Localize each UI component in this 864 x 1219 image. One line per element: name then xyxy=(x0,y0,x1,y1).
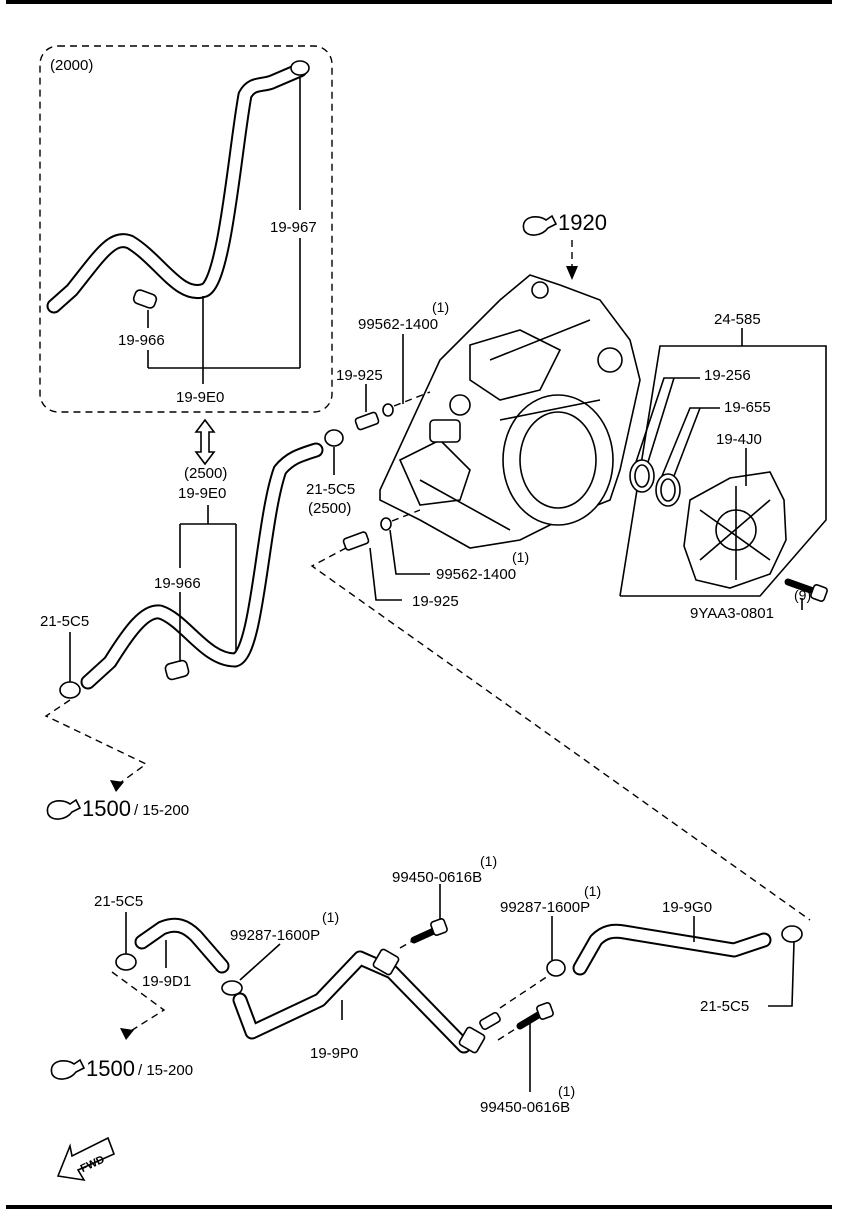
label-21-5C5-left: 21-5C5 xyxy=(40,613,89,630)
group-2500: (2500) 19-9E0 19-966 21-5C5 21-5C5 (2500… xyxy=(40,429,355,792)
bracket-24-585 xyxy=(619,345,827,597)
clamp-21-5C5-2500[interactable] xyxy=(324,429,344,447)
qty-99450-bot: (1) xyxy=(558,1083,575,1099)
ref-1500-sub: / 15-200 xyxy=(134,802,189,819)
ref-1500-sub-bottom: / 15-200 xyxy=(138,1062,193,1079)
lower-group: 21-5C5 19-9D1 19-9P0 (1) 99287-1600P (1)… xyxy=(94,853,803,1116)
hand-pointer-icon xyxy=(522,214,558,236)
fitting-19-925-bot[interactable] xyxy=(342,531,370,551)
qty-9YAA3: (9) xyxy=(794,587,811,603)
group-2000: (2000) 19-967 19-966 19-9E0 xyxy=(39,45,333,413)
label-99450-bot: 99450-0616B xyxy=(480,1099,570,1116)
qty-99287-left: (1) xyxy=(322,909,339,925)
bolt-99450-top[interactable] xyxy=(410,926,440,944)
label-19-9P0: 19-9P0 xyxy=(310,1045,358,1062)
label-19-925-top: 19-925 xyxy=(336,367,383,384)
ref-1920-label: 1920 xyxy=(558,210,607,235)
washer-99562-top[interactable] xyxy=(382,403,394,417)
hand-pointer-icon xyxy=(46,798,82,820)
label-21-5C5-lower-left: 21-5C5 xyxy=(94,893,143,910)
ref-1920[interactable]: 1920 xyxy=(522,210,607,280)
transaxle-case[interactable] xyxy=(379,274,641,549)
washer-99562-bot[interactable] xyxy=(380,517,392,531)
label-19-655: 19-655 xyxy=(724,399,771,416)
label-24-585: 24-585 xyxy=(714,311,761,328)
qty-99562-bot: (1) xyxy=(512,549,529,565)
clamp-19-967[interactable] xyxy=(290,60,310,76)
fittings-transaxle: 19-925 (1) 99562-1400 (1) 99562-1400 19-… xyxy=(336,299,529,610)
dashed-connection-line xyxy=(310,547,811,921)
year-2000-label: (2000) xyxy=(50,57,93,74)
label-9YAA3: 9YAA3-0801 xyxy=(690,605,774,622)
clamp-21-5C5-lower-left[interactable] xyxy=(115,953,137,971)
year-2500-label: (2500) xyxy=(184,465,227,482)
label-19-967: 19-967 xyxy=(270,219,317,236)
top-border xyxy=(6,0,832,4)
clamp-99287-right[interactable] xyxy=(546,959,566,977)
ref-1500-top[interactable]: 1500 / 15-200 xyxy=(46,796,189,821)
fwd-arrow-icon: FWD xyxy=(56,1136,116,1182)
label-99562-top: 99562-1400 xyxy=(358,316,438,333)
label-19-256: 19-256 xyxy=(704,367,751,384)
clamp-21-5C5-left[interactable] xyxy=(59,681,81,699)
label-21-5C5-right: 21-5C5 xyxy=(700,998,749,1015)
label-99450-top: 99450-0616B xyxy=(392,869,482,886)
label-99562-bot: 99562-1400 xyxy=(436,566,516,583)
ref-1500-label: 1500 xyxy=(82,796,131,821)
qty-99562-top: (1) xyxy=(432,299,449,315)
label-19-9E0-2000: 19-9E0 xyxy=(176,389,224,406)
label-2500-sub: (2500) xyxy=(308,500,351,517)
hand-pointer-icon xyxy=(50,1058,86,1080)
qty-99450-top: (1) xyxy=(480,853,497,869)
clamp-19-966-2500[interactable] xyxy=(164,659,190,681)
label-19-9G0: 19-9G0 xyxy=(662,899,712,916)
fitting-19-925-top[interactable] xyxy=(354,411,380,431)
label-19-925-bot: 19-925 xyxy=(412,593,459,610)
qty-99287-right: (1) xyxy=(584,883,601,899)
bottom-border xyxy=(6,1205,832,1209)
dashed-box-2000 xyxy=(39,45,333,413)
label-19-966-2500: 19-966 xyxy=(154,575,201,592)
cover-group: 24-585 19-256 19-655 19-4J0 (9) 9YAA3-08… xyxy=(619,311,828,622)
bolt-9YAA3[interactable] xyxy=(784,578,820,596)
label-99287-right: 99287-1600P xyxy=(500,899,590,916)
label-19-9E0-2500: 19-9E0 xyxy=(178,485,226,502)
ref-1500-label-bottom: 1500 xyxy=(86,1056,135,1081)
clamp-19-966-2000[interactable] xyxy=(132,289,158,310)
label-19-9D1: 19-9D1 xyxy=(142,973,191,990)
interchange-arrow-icon xyxy=(194,418,216,466)
label-19-966-2000: 19-966 xyxy=(118,332,165,349)
bolt-99450-bot[interactable] xyxy=(516,1010,544,1030)
label-21-5C5-2500: 21-5C5 xyxy=(306,481,355,498)
clamp-99287-left[interactable] xyxy=(221,980,243,996)
label-19-4J0: 19-4J0 xyxy=(716,431,762,448)
ref-1500-bottom[interactable]: 1500 / 15-200 xyxy=(50,1056,193,1081)
label-99287-left: 99287-1600P xyxy=(230,927,320,944)
clamp-21-5C5-right[interactable] xyxy=(781,925,803,943)
bracket-upper xyxy=(372,948,400,976)
bracket-lower xyxy=(458,1026,486,1054)
